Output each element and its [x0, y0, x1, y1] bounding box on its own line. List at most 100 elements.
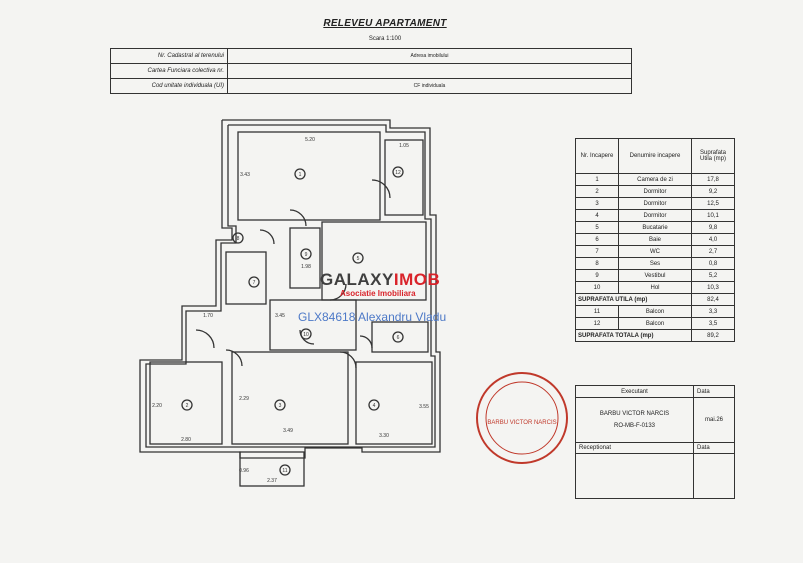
- wall-room-5: [321, 221, 427, 301]
- useful-area-label: SUPRAFATA UTILA (mp): [575, 293, 692, 306]
- room-number-circle: [181, 399, 193, 411]
- wall-room-6: [371, 321, 429, 353]
- executant-table: Executant Data BARBU VICTOR NARCIS RO-MB…: [575, 385, 735, 499]
- total-area-label: SUPRAFATA TOTALA (mp): [575, 329, 692, 342]
- receptionist-date: [693, 453, 735, 499]
- room-nr: 5: [575, 221, 619, 234]
- wall-room-3: [231, 351, 349, 445]
- room-area: 12,5: [691, 197, 735, 210]
- room-name: Dormitor: [618, 197, 692, 210]
- dimension-label: 3.45: [275, 313, 285, 319]
- door-arc: [329, 283, 347, 301]
- dimension-label: 2.37: [267, 478, 277, 484]
- wall-room-2: [149, 361, 223, 445]
- room-nr: 10: [575, 281, 619, 294]
- room-number-circle: [279, 464, 291, 476]
- room-area: 2,7: [691, 245, 735, 258]
- document-title: RELEVEU APARTAMENT: [323, 18, 447, 29]
- logo-part-1: GALAXY: [320, 270, 394, 289]
- room-name: WC: [618, 245, 692, 258]
- executant-name: BARBU VICTOR NARCIS: [599, 411, 670, 417]
- room-nr: 6: [575, 233, 619, 246]
- room-nr: 3: [575, 197, 619, 210]
- dimension-label: 3.43: [240, 172, 250, 178]
- executant-label: Executant: [575, 385, 694, 398]
- room-area: 5,2: [691, 269, 735, 282]
- room-area: 0,8: [691, 257, 735, 270]
- receptionist-body-row: [575, 453, 735, 499]
- receptionist-header-row: Receptionat Data: [575, 442, 735, 454]
- wall-room-4: [355, 361, 433, 445]
- room-name: Dormitor: [618, 209, 692, 222]
- room-nr: 7: [575, 245, 619, 258]
- door-arc: [339, 351, 357, 369]
- room-number-circle: [232, 232, 244, 244]
- room-number-circle: [294, 168, 306, 180]
- room-area: 9,2: [691, 185, 735, 198]
- executant-info: BARBU VICTOR NARCIS RO-MB-F-0133: [575, 397, 694, 443]
- wall-room-7: [225, 251, 267, 305]
- header-value: CF individuala: [227, 78, 632, 94]
- room-name: Baie: [618, 233, 692, 246]
- room-name: Balcon: [618, 305, 692, 318]
- room-name: Ses: [618, 257, 692, 270]
- room-area: 10,1: [691, 209, 735, 222]
- room-name: Vestibul: [618, 269, 692, 282]
- executant-code: RO-MB-F-0133: [613, 423, 655, 429]
- dimension-label: 1.98: [301, 264, 311, 270]
- room-number: 12: [395, 170, 401, 176]
- room-number-circle: [274, 399, 286, 411]
- header-row: Cartea Funciara colectiva nr.: [110, 63, 632, 79]
- logo-part-2: IMOB: [393, 270, 441, 289]
- room-area: 4,0: [691, 233, 735, 246]
- room-number: 5: [357, 256, 360, 262]
- door-arc: [371, 179, 391, 199]
- document-scale: Scara 1:100: [368, 36, 402, 42]
- dimension-label: 3.55: [419, 404, 429, 410]
- dimension-label: 2.20: [152, 403, 162, 409]
- dimension-label: 2.29: [239, 396, 249, 402]
- wall-balcony-12: [384, 139, 424, 216]
- room-number: 4: [373, 403, 376, 409]
- outer-wall: [139, 119, 441, 459]
- wall-balcony-11: [239, 451, 305, 487]
- room-nr: 9: [575, 269, 619, 282]
- room-name: Camera de zi: [618, 173, 692, 186]
- exec-body-row: BARBU VICTOR NARCIS RO-MB-F-0133 mai.26: [575, 397, 735, 443]
- room-number: 9: [305, 252, 308, 258]
- date-value: mai.26: [693, 397, 735, 443]
- receptionist-label: Receptionat: [575, 442, 694, 454]
- room-nr: 12: [575, 317, 619, 330]
- date-label: Data: [693, 385, 735, 398]
- header-table: Nr. Cadastral al terenului Adresa imobil…: [110, 48, 632, 94]
- authorization-stamp: BARBU VICTOR NARCIS: [476, 372, 568, 464]
- room-number-circle: [300, 248, 312, 260]
- rooms-header-row: Nr. Incapere Denumire incapere Suprafata…: [575, 138, 735, 174]
- room-number-circle: [352, 252, 364, 264]
- room-number: 11: [282, 468, 287, 474]
- room-area: 10,3: [691, 281, 735, 294]
- wall-room-1: [237, 131, 381, 221]
- room-number-circle: [392, 166, 404, 178]
- wall-room-10: [269, 299, 357, 351]
- door-arc: [259, 229, 275, 245]
- door-arc: [359, 335, 373, 349]
- room-nr: 11: [575, 305, 619, 318]
- room-area: 9,8: [691, 221, 735, 234]
- stamp-ring-outer: [476, 372, 568, 464]
- header-row: Nr. Cadastral al terenului Adresa imobil…: [110, 48, 632, 64]
- room-number-circle: [368, 399, 380, 411]
- dimension-label: 3.30: [379, 433, 389, 439]
- room-name: Balcon: [618, 317, 692, 330]
- door-arc: [289, 209, 307, 227]
- dimension-label: 1.70: [203, 313, 213, 319]
